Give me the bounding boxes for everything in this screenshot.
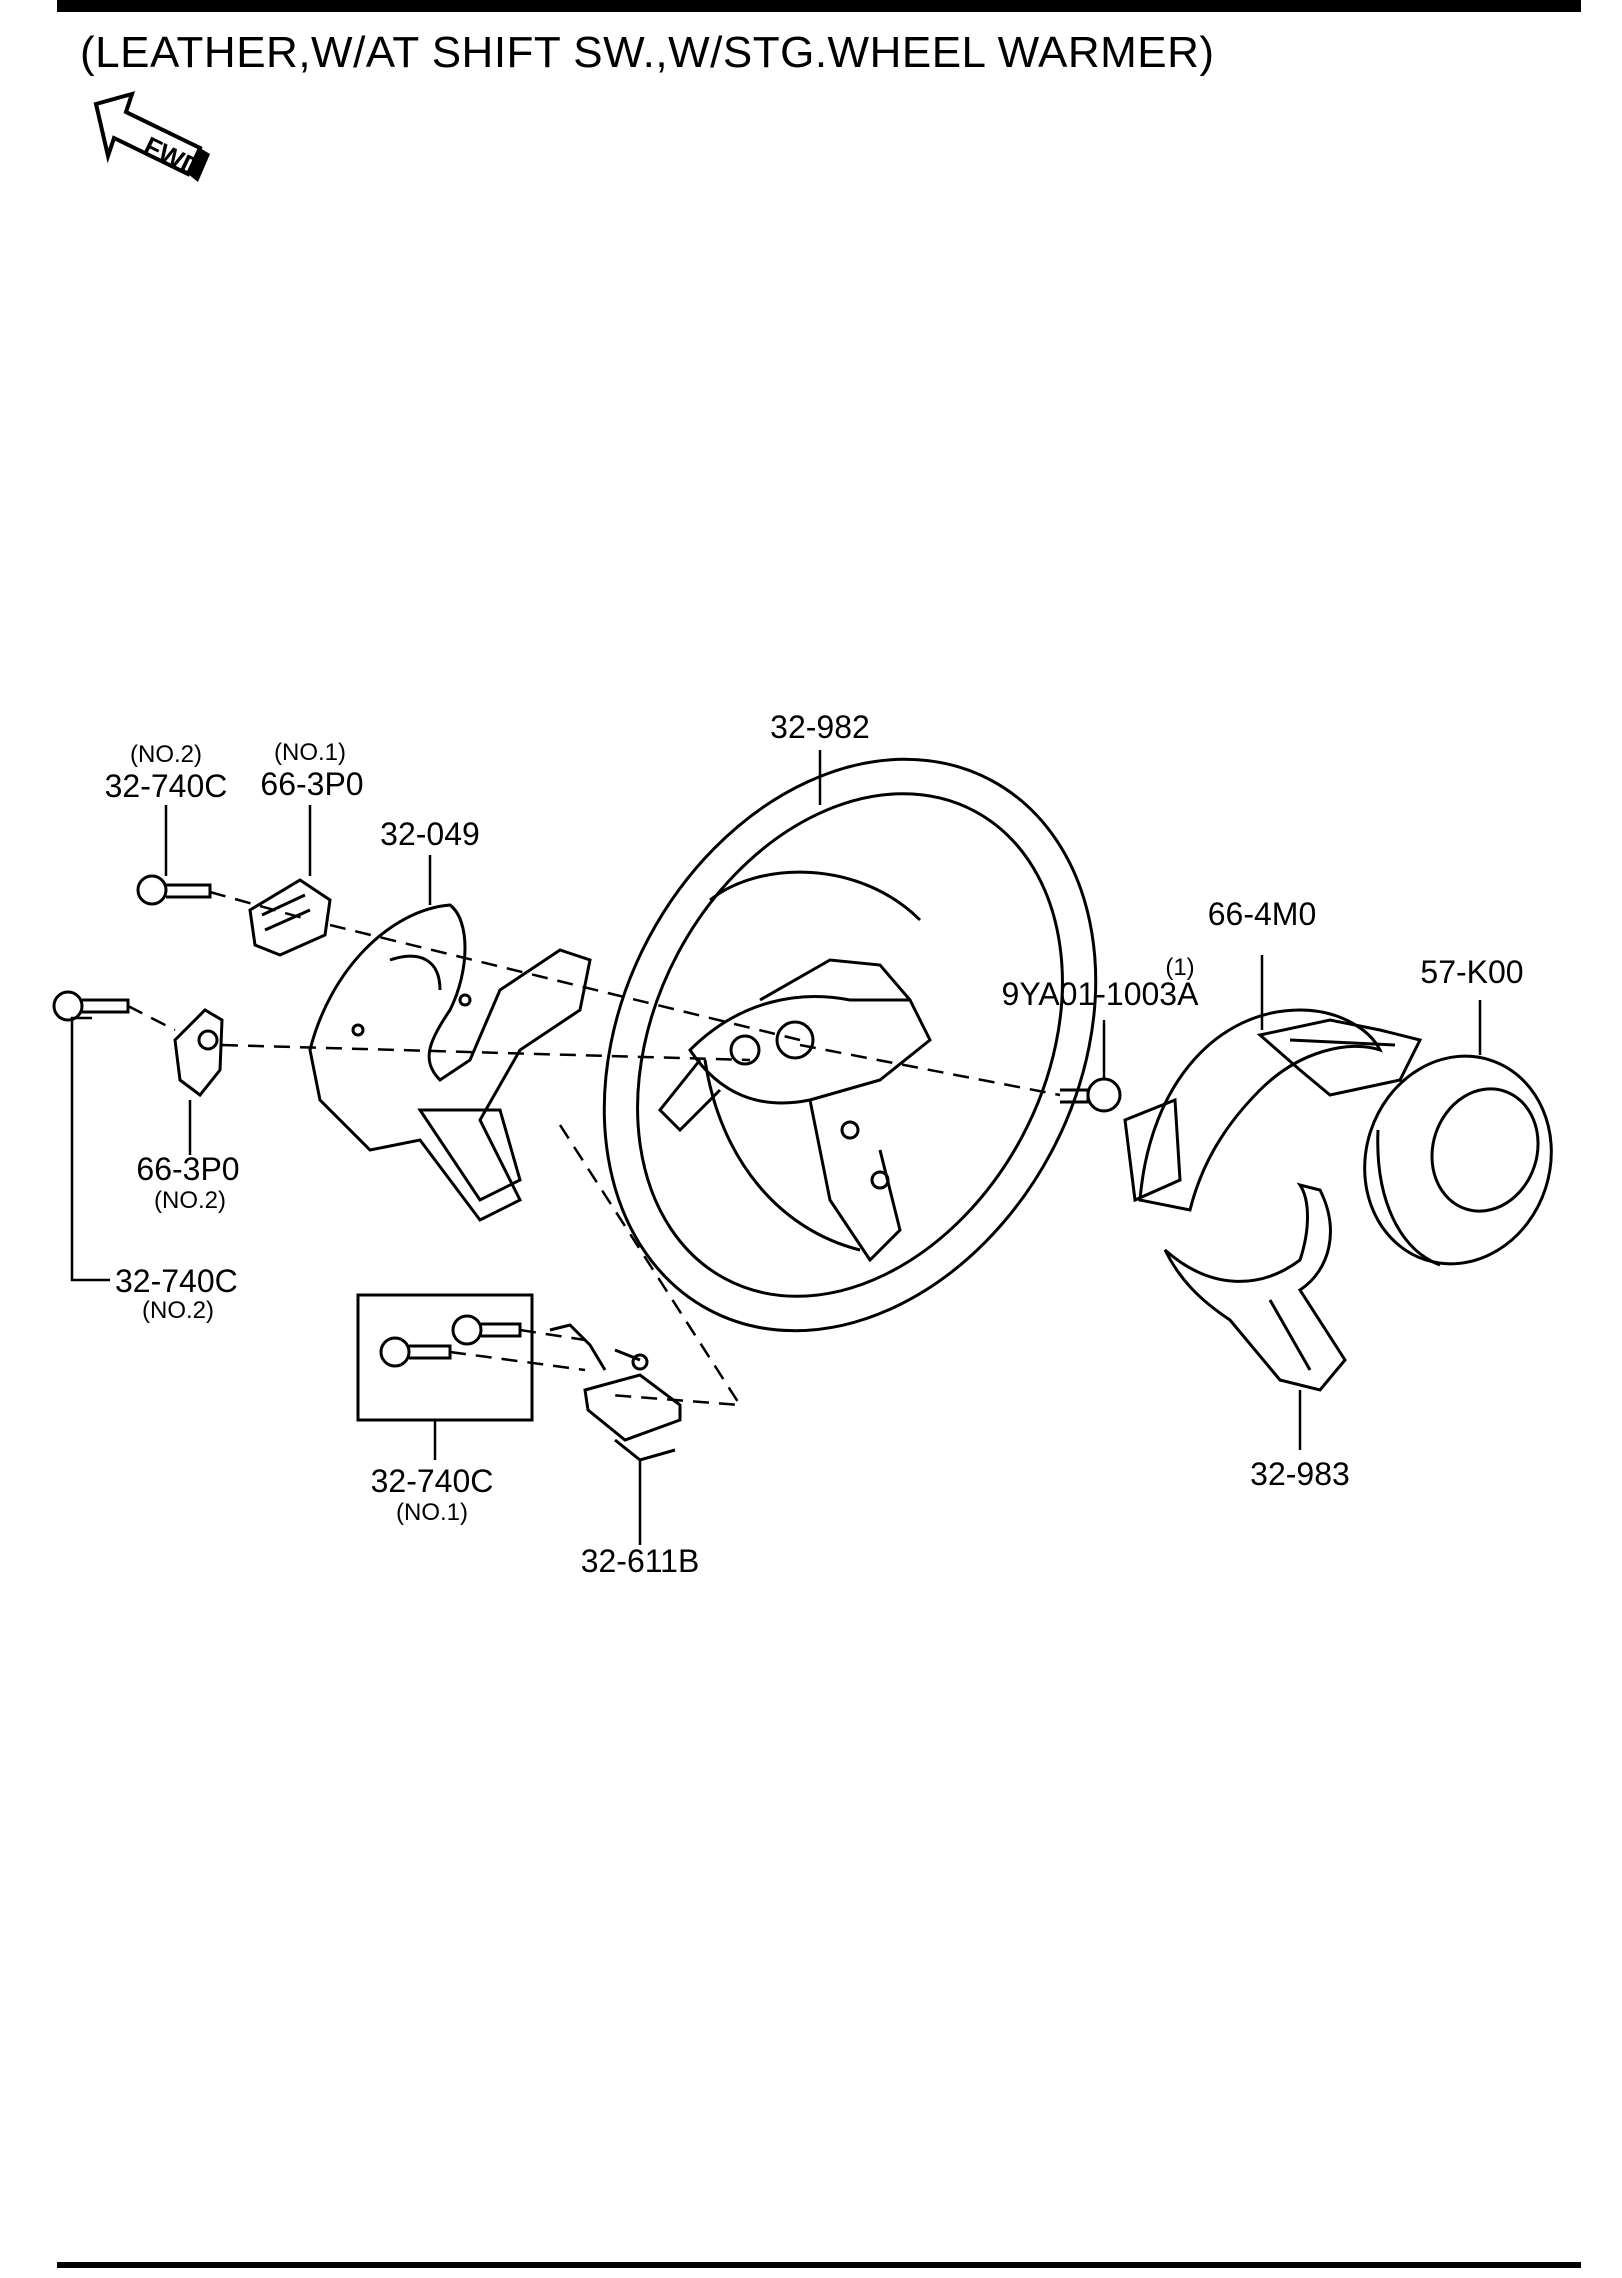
leader-lines (70, 750, 1482, 1545)
switch-no1-part (248, 878, 332, 957)
top-border (57, 0, 1581, 12)
callout-32-611b: 32-611B (581, 1543, 700, 1579)
bolt-9ya01 (1060, 1077, 1122, 1113)
assembly-lines (127, 890, 1061, 1407)
callout-bolt-no2-top: 32-740C (105, 768, 228, 804)
callout-bolt-no2-lower: 32-740C (115, 1263, 238, 1299)
airbag-part (1363, 1054, 1553, 1267)
bolt-no2-lower (52, 990, 130, 1022)
callout-bolt-qty: (1) (1165, 954, 1194, 981)
bottom-border (57, 2262, 1581, 2268)
callout-switch-no2: 66-3P0 (136, 1151, 239, 1187)
bolt-no2-top (136, 874, 212, 906)
callout-switch-no1: 66-3P0 (260, 766, 363, 802)
switch-module-part (1123, 1008, 1423, 1212)
callout-66-4m0: 66-4M0 (1208, 896, 1317, 932)
heater-control-unit (549, 1323, 682, 1462)
switch-no2-part (173, 1008, 224, 1098)
callout-32-049: 32-049 (380, 816, 480, 852)
callout-32-983: 32-983 (1250, 1456, 1350, 1492)
bolt-no1-box (356, 1293, 534, 1422)
callout-9ya01-1003a: 9YA01-1003A (1002, 976, 1200, 1012)
lower-cover-part (1163, 1182, 1347, 1392)
forward-arrow-icon: FWD (93, 91, 210, 183)
callout-bolt-no2-lower-note: (NO.2) (142, 1297, 214, 1324)
callout-bolt-no2-top-note: (NO.2) (130, 741, 202, 768)
callout-bolt-no1: 32-740C (371, 1463, 494, 1499)
callout-57-k00: 57-K00 (1420, 954, 1523, 990)
callout-switch-no2-note: (NO.2) (154, 1187, 226, 1214)
steering-wheel-hub (657, 958, 932, 1263)
callout-32-982: 32-982 (770, 709, 870, 745)
callout-bolt-no1-note: (NO.1) (396, 1499, 468, 1526)
diagram-title: (LEATHER,W/AT SHIFT SW.,W/STG.WHEEL WARM… (80, 28, 1215, 77)
steering-wheel-rim (602, 757, 1098, 1333)
callout-switch-no1-note: (NO.1) (274, 739, 346, 766)
steering-bezel-part (308, 903, 592, 1222)
bolt-no1-pair (379, 1314, 522, 1368)
